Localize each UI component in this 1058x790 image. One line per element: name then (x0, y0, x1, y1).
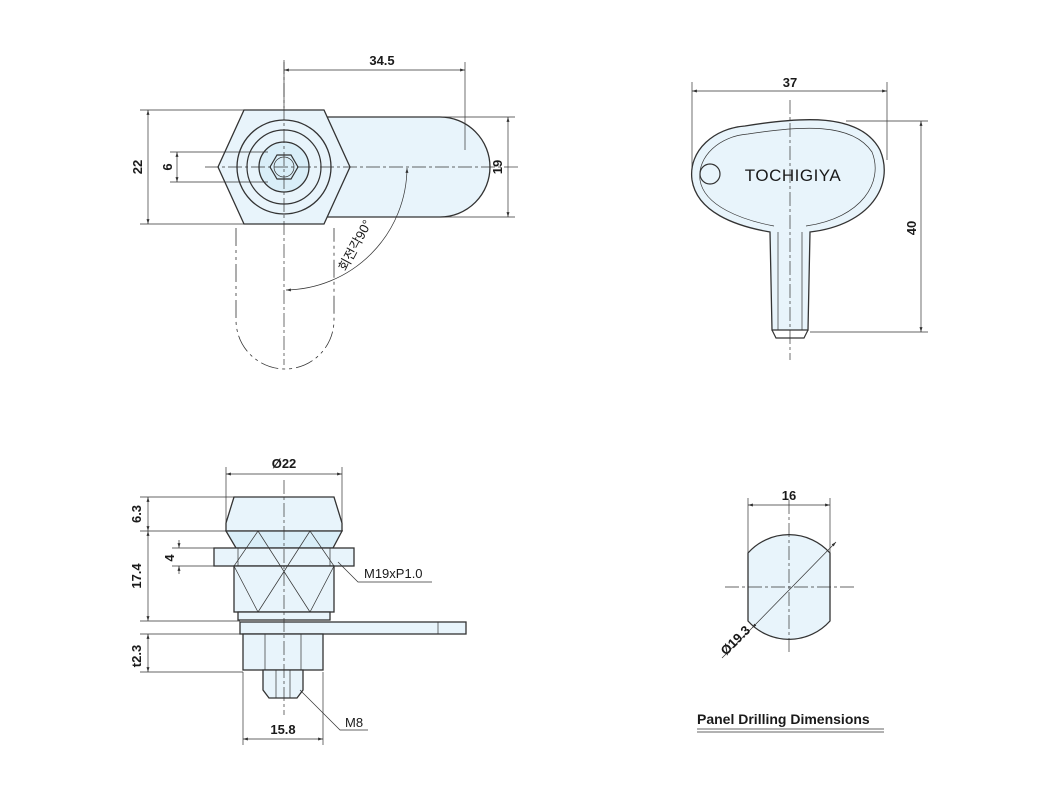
rotation-arrow (285, 167, 409, 292)
dim-side-panel: t2.3 (129, 645, 144, 667)
panel-drilling-view: 16 Ø19.3 Panel Drilling Dimensions (697, 488, 884, 733)
key-inner-outline (699, 127, 876, 227)
bottom-nut (242, 633, 324, 671)
screw-tip (262, 669, 304, 699)
key-brand: TOCHIGIYA (745, 166, 842, 185)
dim-top-height: 22 (130, 160, 145, 174)
dim-key-width: 37 (783, 75, 797, 90)
key-view: TOCHIGIYA 37 40 (691, 75, 928, 360)
rotated-cam-phantom (235, 228, 335, 370)
dim-drill-width: 16 (782, 488, 796, 503)
dim-top-hex: 6 (160, 163, 175, 170)
rotation-note: 회전각90° (335, 217, 374, 273)
dim-side-head: 6.3 (129, 505, 144, 523)
thread-note: M19xP1.0 (364, 566, 423, 581)
key-ring-hole (699, 163, 721, 185)
dim-side-diameter: Ø22 (272, 456, 297, 471)
cam-plate-side (239, 621, 467, 635)
side-view-lock: Ø22 6.3 17.4 t2.3 4 M19xP1.0 M8 15.8 (129, 456, 467, 745)
dim-side-body: 17.4 (129, 563, 144, 589)
top-view-lock: 회전각90° 34.5 22 6 19 (130, 53, 520, 370)
drilling-caption: Panel Drilling Dimensions (697, 711, 870, 727)
key-shape (691, 118, 885, 331)
screw-note: M8 (345, 715, 363, 730)
dim-key-height: 40 (904, 221, 919, 235)
dim-side-nut: 4 (162, 554, 177, 562)
dim-side-bottom: 15.8 (270, 722, 295, 737)
dim-top-cam: 19 (490, 160, 505, 174)
dim-top-width: 34.5 (369, 53, 394, 68)
dim-drill-diameter: Ø19.3 (718, 622, 754, 658)
